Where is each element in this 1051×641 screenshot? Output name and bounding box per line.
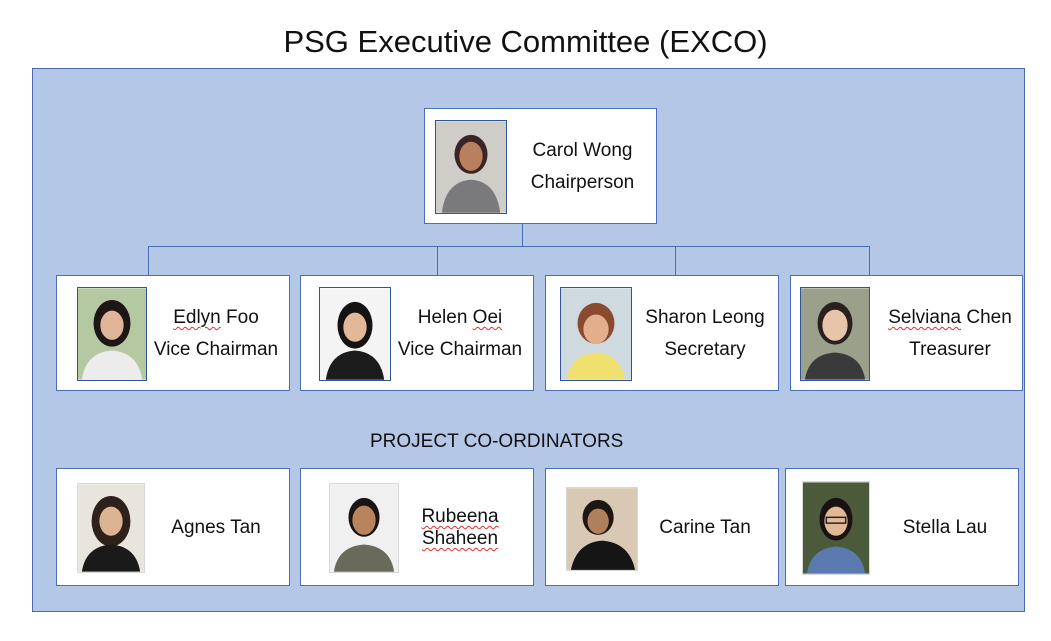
coordinator-card-4: Stella Lau	[785, 468, 1019, 586]
member-name: Carine Tan	[659, 517, 751, 538]
member-name-line2: Shaheen	[421, 528, 499, 549]
exco-card-4: Selviana Chen Treasurer	[790, 275, 1023, 391]
member-role: Treasurer	[909, 339, 991, 360]
member-photo	[319, 287, 391, 381]
member-text: Carine Tan	[638, 479, 772, 577]
member-photo	[802, 481, 870, 575]
connector-drop-2	[437, 246, 438, 275]
member-role: Vice Chairman	[397, 339, 523, 360]
page-title: PSG Executive Committee (EXCO)	[283, 24, 768, 59]
member-photo	[77, 287, 147, 381]
member-photo	[800, 287, 870, 381]
coordinator-card-3: Carine Tan	[545, 468, 779, 586]
member-text: Rubeena Shaheen	[405, 479, 515, 577]
chairperson-role: Chairperson	[530, 172, 635, 193]
member-name: Edlyn Foo	[173, 307, 259, 328]
exco-card-2: Helen Oei Vice Chairman	[300, 275, 534, 391]
chairperson-photo	[435, 120, 507, 214]
member-photo	[329, 483, 399, 573]
member-name-line1: Rubeena	[421, 506, 499, 527]
member-name: Helen Oei	[417, 307, 503, 328]
chairperson-name: Carol Wong	[532, 140, 633, 161]
coordinator-card-1: Agnes Tan	[56, 468, 290, 586]
chairperson-text: Carol Wong Chairperson	[515, 119, 650, 215]
member-text: Sharon Leong Secretary	[638, 286, 772, 382]
member-role: Vice Chairman	[153, 339, 279, 360]
member-text: Selviana Chen Treasurer	[883, 286, 1017, 382]
connector-drop-3	[675, 246, 676, 275]
member-name: Agnes Tan	[171, 517, 261, 538]
connector-drop-4	[869, 246, 870, 275]
member-role: Secretary	[664, 339, 746, 360]
chairperson-card: Carol Wong Chairperson	[424, 108, 657, 224]
exco-card-3: Sharon Leong Secretary	[545, 275, 779, 391]
member-text: Edlyn Foo Vice Chairman	[149, 286, 283, 382]
coordinator-card-2: Rubeena Shaheen	[300, 468, 534, 586]
coordinators-heading: PROJECT CO-ORDINATORS	[370, 431, 624, 452]
member-name: Sharon Leong	[645, 307, 765, 328]
member-text: Agnes Tan	[149, 479, 283, 577]
connector-drop-1	[148, 246, 149, 275]
member-name: Stella Lau	[902, 517, 988, 538]
member-photo	[77, 483, 145, 573]
connector-vertical-chair	[522, 224, 523, 247]
member-name: Selviana Chen	[888, 307, 1012, 328]
member-photo	[566, 487, 638, 571]
exco-card-1: Edlyn Foo Vice Chairman	[56, 275, 290, 391]
connector-horizontal	[148, 246, 870, 247]
member-text: Helen Oei Vice Chairman	[393, 286, 527, 382]
member-text: Stella Lau	[878, 479, 1012, 577]
member-photo	[560, 287, 632, 381]
